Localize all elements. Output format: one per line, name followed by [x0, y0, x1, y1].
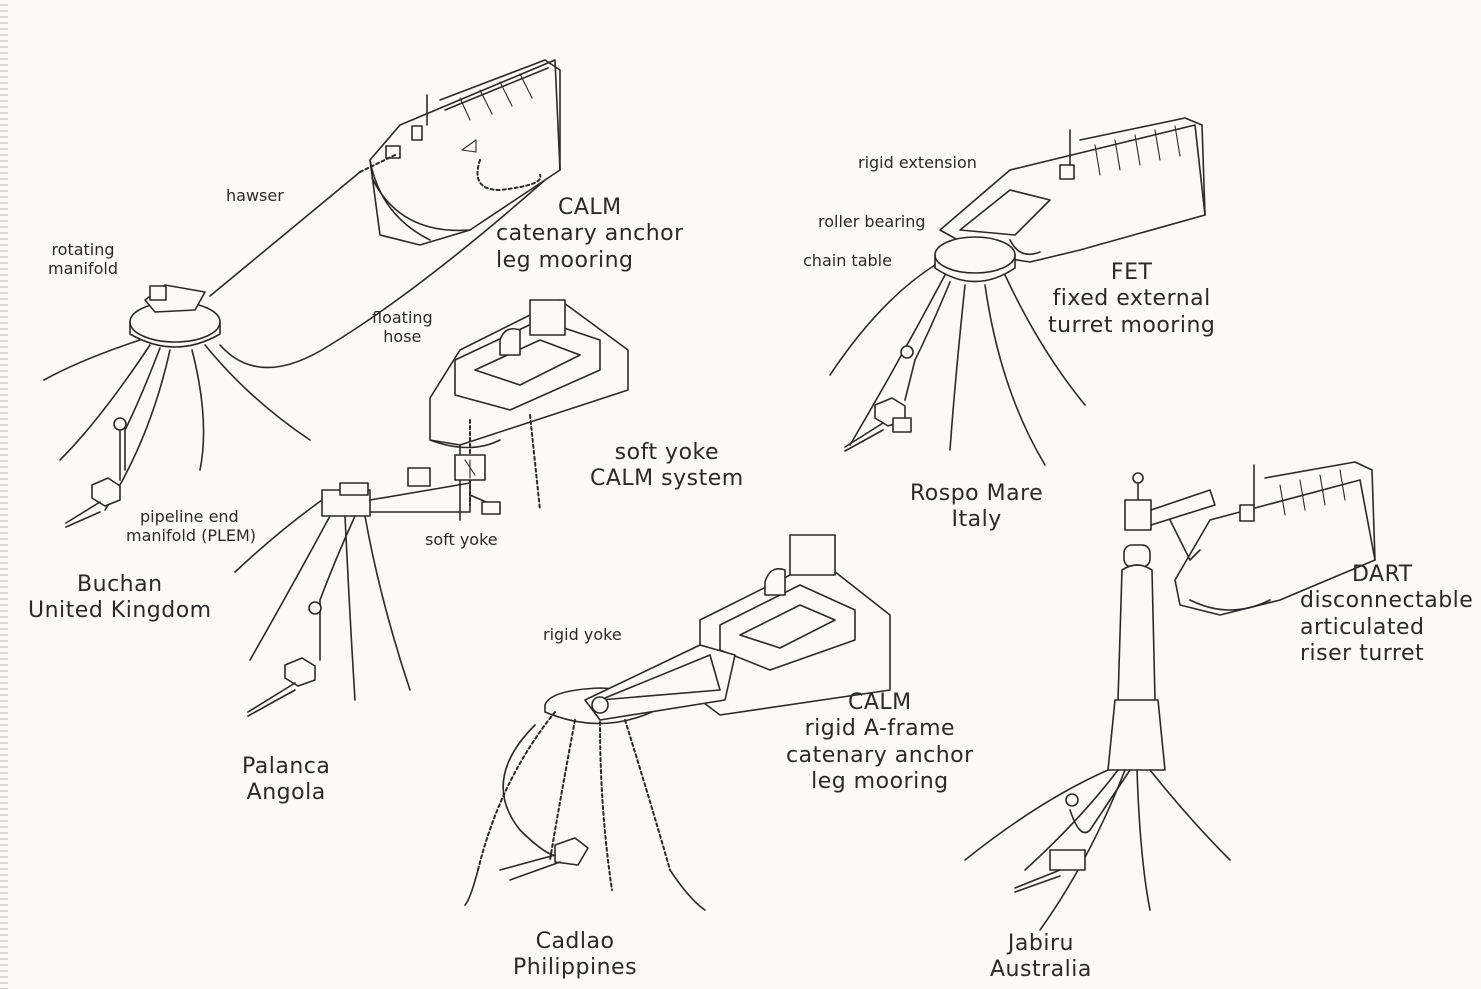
jabiru-riser: [965, 473, 1230, 930]
buchan-system-name: CALM catenary anchor leg mooring: [496, 195, 684, 274]
rospo-location-line2: Italy: [910, 507, 1043, 533]
cadlao-location-line1: Cadlao: [513, 929, 637, 955]
label-plem-line1: pipeline end: [126, 507, 256, 526]
label-rotating-manifold: rotating manifold: [48, 240, 118, 278]
cadlao-location: Cadlao Philippines: [513, 929, 637, 982]
buchan-system-line1: CALM: [496, 195, 684, 221]
label-soft-yoke: soft yoke: [425, 530, 498, 549]
jabiru-system-line4: riser turret: [1300, 641, 1473, 667]
rospo-system-name: FET fixed external turret mooring: [1048, 260, 1215, 339]
cadlao-system-line2: rigid A-frame: [786, 716, 974, 742]
label-plem-line2: manifold (PLEM): [126, 526, 256, 545]
palanca-location-line2: Angola: [242, 780, 330, 806]
cadlao-system-line3: catenary anchor: [786, 743, 974, 769]
rospo-location-line1: Rospo Mare: [910, 481, 1043, 507]
buchan-system-line3: leg mooring: [496, 248, 684, 274]
jabiru-system-line1: DART: [1300, 562, 1473, 588]
buchan-system-line2: catenary anchor: [496, 221, 684, 247]
rospo-system-line2: fixed external: [1048, 286, 1215, 312]
jabiru-location-line2: Australia: [990, 957, 1092, 983]
cadlao-location-line2: Philippines: [513, 955, 637, 981]
label-plem: pipeline end manifold (PLEM): [126, 507, 256, 545]
jabiru-system-name: DART disconnectable articulated riser tu…: [1300, 562, 1473, 668]
palanca-system-line2: CALM system: [590, 466, 744, 492]
palanca-location-line1: Palanca: [242, 754, 330, 780]
label-rotating-manifold-line2: manifold: [48, 259, 118, 278]
rospo-turret: [830, 237, 1085, 465]
rospo-system-line3: turret mooring: [1048, 313, 1215, 339]
rospo-location: Rospo Mare Italy: [910, 481, 1043, 534]
cadlao-buoy: [465, 645, 735, 910]
label-rigid-yoke: rigid yoke: [543, 625, 622, 644]
palanca-system-name: soft yoke CALM system: [590, 440, 744, 493]
label-floating-hose-line2: hose: [372, 327, 433, 346]
label-chain-table: chain table: [803, 251, 892, 270]
label-floating-hose: floating hose: [372, 308, 433, 346]
label-hawser: hawser: [226, 186, 284, 205]
jabiru-location: Jabiru Australia: [990, 931, 1092, 984]
buchan-location-line2: United Kingdom: [28, 598, 212, 624]
buchan-location: Buchan United Kingdom: [28, 572, 212, 625]
jabiru-location-line1: Jabiru: [990, 931, 1092, 957]
rospo-system-line1: FET: [1048, 260, 1215, 286]
label-rotating-manifold-line1: rotating: [48, 240, 118, 259]
label-floating-hose-line1: floating: [372, 308, 433, 327]
jabiru-system-line2: disconnectable: [1300, 588, 1473, 614]
label-roller-bearing: roller bearing: [818, 212, 926, 231]
label-rigid-extension: rigid extension: [858, 153, 977, 172]
palanca-system-line1: soft yoke: [590, 440, 744, 466]
buchan-location-line1: Buchan: [28, 572, 212, 598]
palanca-location: Palanca Angola: [242, 754, 330, 807]
cadlao-system-line1: CALM: [786, 690, 974, 716]
cadlao-system-line4: leg mooring: [786, 769, 974, 795]
cadlao-tanker: [700, 535, 890, 715]
cadlao-system-name: CALM rigid A-frame catenary anchor leg m…: [786, 690, 974, 796]
jabiru-system-line3: articulated: [1300, 615, 1473, 641]
